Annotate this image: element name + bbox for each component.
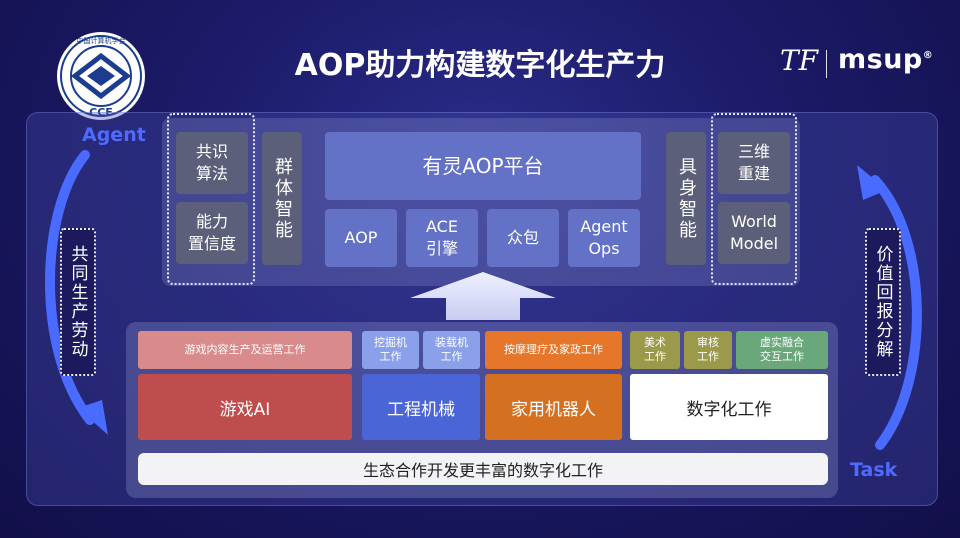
world-model-box: World Model	[718, 202, 790, 264]
module-agent-ops: Agent Ops	[568, 209, 640, 267]
game-content-work: 游戏内容生产及运营工作	[138, 331, 352, 369]
virtual-real-interaction-work: 虚实融合 交互工作	[736, 331, 828, 369]
excavator-work: 挖掘机 工作	[362, 331, 419, 369]
game-ai-box: 游戏AI	[138, 374, 352, 440]
msup-logo: msup®	[838, 44, 934, 75]
tf-logo: TF	[780, 44, 819, 77]
embodied-intelligence-box: 具身智能	[666, 132, 706, 265]
ccf-letters: CCF	[89, 106, 113, 119]
capability-confidence-box: 能力 置信度	[176, 202, 248, 264]
left-dotted-group	[167, 113, 255, 285]
right-curved-arrow-icon	[857, 165, 922, 450]
loader-work: 装载机 工作	[423, 331, 480, 369]
right-vertical-label: 价值回报分解	[865, 228, 901, 376]
up-arrow-icon	[410, 272, 556, 320]
home-robot-box: 家用机器人	[485, 374, 622, 440]
ccf-ring-text: 中国计算机学会	[77, 36, 126, 45]
module-ace-engine: ACE 引擎	[406, 209, 478, 267]
swarm-intelligence-box: 群体智能	[262, 132, 302, 265]
aop-platform-box: 有灵AOP平台	[325, 132, 641, 200]
review-work: 审核 工作	[684, 331, 732, 369]
construction-machinery-box: 工程机械	[362, 374, 480, 440]
art-work: 美术 工作	[630, 331, 680, 369]
page-title: AOP助力构建数字化生产力	[294, 48, 666, 83]
module-crowdsourcing: 众包	[487, 209, 559, 267]
digital-work-box: 数字化工作	[630, 374, 828, 440]
left-curved-arrow-icon	[45, 150, 108, 435]
ccf-logo-icon: 中国计算机学会 CCF	[57, 32, 145, 120]
task-label: Task	[850, 459, 898, 481]
brand-separator	[826, 50, 827, 78]
right-dotted-group	[711, 113, 797, 285]
3d-reconstruction-box: 三维 重建	[718, 132, 790, 194]
ecosystem-bar: 生态合作开发更丰富的数字化工作	[138, 453, 828, 485]
module-aop: AOP	[325, 209, 397, 267]
consensus-algorithm-box: 共识 算法	[176, 132, 248, 194]
massage-housework: 按摩理疗及家政工作	[485, 331, 622, 369]
agent-label: Agent	[82, 124, 146, 146]
left-vertical-label: 共同生产劳动	[60, 228, 96, 376]
